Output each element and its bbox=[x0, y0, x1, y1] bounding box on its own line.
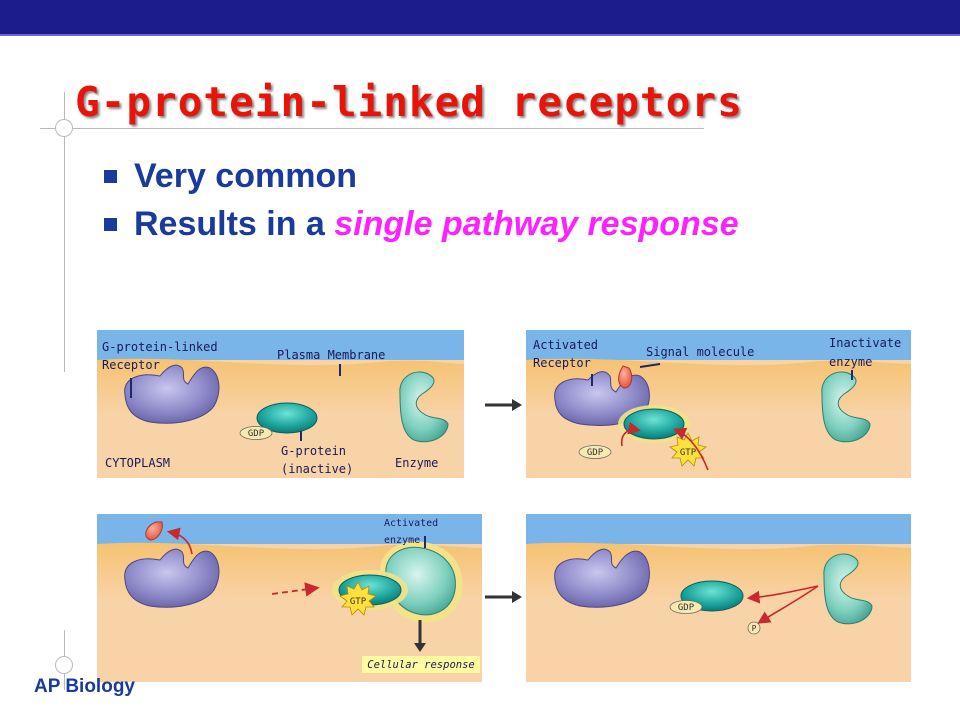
cytoplasm-label: CYTOPLASM bbox=[105, 456, 170, 470]
gdp-label: GDP bbox=[587, 448, 604, 458]
bullet-text: Very common bbox=[134, 156, 357, 195]
bullet-square-icon bbox=[104, 217, 117, 231]
gdp-label: GDP bbox=[678, 603, 695, 613]
decorative-circle-top bbox=[55, 119, 73, 137]
receptor-shape bbox=[124, 364, 220, 424]
response-arrow-head bbox=[414, 643, 426, 652]
membrane-label: Plasma Membrane bbox=[277, 348, 385, 362]
released-signal-molecule bbox=[145, 521, 163, 541]
gdp-badge bbox=[669, 600, 703, 614]
activated-enzyme-label-line-2: enzyme bbox=[384, 535, 420, 546]
slide-title: G-protein-linked receptors bbox=[75, 78, 743, 126]
receptor-shape bbox=[554, 548, 650, 608]
activation-dashed-arrow bbox=[271, 582, 320, 597]
receptor-label-line-2: Receptor bbox=[102, 358, 160, 372]
panel-4-reset: GDP P bbox=[526, 514, 911, 682]
decorative-vertical-line bbox=[64, 92, 65, 372]
bullet-emphasis: single pathway response bbox=[334, 204, 739, 243]
g-protein-shape bbox=[256, 402, 318, 434]
gdp-reset-arrow bbox=[746, 585, 819, 604]
bullet-text: Results in a bbox=[134, 204, 335, 243]
panel-4-extracellular bbox=[526, 514, 911, 544]
gtp-burst-icon bbox=[339, 581, 377, 616]
gtp-label: GTP bbox=[350, 597, 367, 607]
title-underline bbox=[40, 128, 704, 129]
panel-1-extracellular bbox=[97, 330, 464, 360]
g-protein-label-line-2: (inactive) bbox=[281, 462, 353, 476]
panel-3-activated-enzyme: GTP Cellular response Activated enzyme bbox=[97, 514, 482, 682]
top-bar-underline bbox=[0, 34, 960, 36]
inactive-enzyme-label-line-2: enzyme bbox=[829, 355, 872, 369]
decorative-circle-bottom bbox=[55, 656, 73, 674]
panel-2-extracellular bbox=[526, 330, 911, 360]
g-protein-label-line-1: G-protein bbox=[281, 444, 346, 458]
bullet-item-results: Results in a single pathway response bbox=[104, 200, 739, 248]
panel-1-inactive: GDP G-protein-linked Receptor Plasma Mem… bbox=[97, 330, 464, 478]
gtp-burst-icon bbox=[669, 432, 707, 467]
step-arrow-2-head bbox=[512, 591, 522, 603]
enzyme-label: Enzyme bbox=[395, 456, 438, 470]
inactive-enzyme-label-line-1: Inactivate bbox=[829, 336, 901, 350]
receptor-label-line-1: G-protein-linked bbox=[102, 340, 218, 354]
signal-release-arrow bbox=[166, 527, 193, 555]
phosphate-release-arrow bbox=[757, 585, 819, 624]
signal-pointer bbox=[639, 363, 661, 368]
phosphate-label: P bbox=[752, 624, 757, 633]
footer-label: AP Biology bbox=[34, 676, 135, 697]
top-bar bbox=[0, 0, 960, 34]
gdp-badge bbox=[578, 445, 612, 459]
gdp-release-arrow bbox=[620, 421, 642, 447]
gtp-label: GTP bbox=[680, 448, 697, 458]
bullet-square-icon bbox=[104, 169, 117, 183]
signal-molecule-label: Signal molecule bbox=[646, 345, 754, 359]
g-protein-shape bbox=[623, 408, 685, 440]
phosphate-badge bbox=[747, 621, 761, 635]
gtp-binding-arrow bbox=[673, 427, 709, 471]
step-arrow-1-head bbox=[512, 399, 522, 411]
activated-receptor-label-line-1: Activated bbox=[533, 338, 598, 352]
receptor-shape bbox=[124, 548, 220, 608]
bullet-item-very-common: Very common bbox=[104, 152, 739, 200]
gdp-label: GDP bbox=[248, 429, 265, 439]
panel-2-activated-receptor: GDP GTP Activated Receptor Signal molecu… bbox=[526, 330, 911, 478]
enzyme-shape bbox=[399, 371, 449, 443]
inactive-enzyme-shape bbox=[823, 553, 873, 625]
gdp-badge bbox=[239, 426, 273, 440]
activated-receptor-label-line-2: Receptor bbox=[533, 356, 591, 370]
activated-enzyme-label-line-1: Activated bbox=[384, 518, 438, 529]
inactive-enzyme-shape bbox=[821, 371, 871, 443]
cellular-response-box bbox=[362, 656, 480, 673]
signal-molecule-shape bbox=[618, 365, 633, 389]
bullet-list: Very common Results in a single pathway … bbox=[104, 152, 739, 248]
cellular-response-label: Cellular response bbox=[367, 659, 474, 671]
